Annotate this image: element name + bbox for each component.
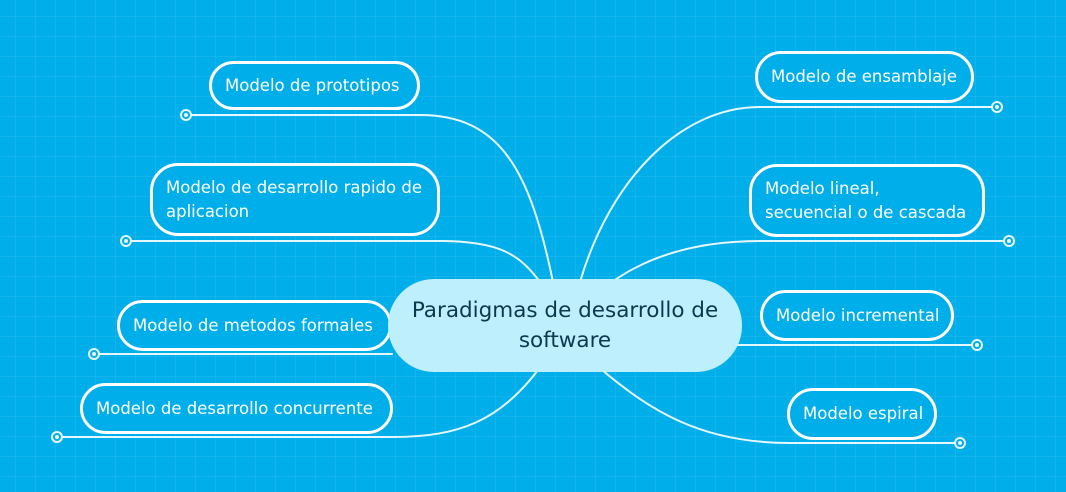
node-label: Modelo de ensamblaje: [771, 67, 958, 86]
node-modelo-de-prototipos[interactable]: Modelo de prototipos: [209, 61, 420, 110]
connector-lineal: [611, 240, 1010, 283]
node-modelo-lineal-cascada[interactable]: Modelo lineal, secuencial o de cascada: [749, 164, 985, 237]
central-topic-label: Paradigmas de desarrollo de software: [411, 297, 719, 353]
connector-ensamblaje: [579, 106, 998, 283]
node-modelo-incremental[interactable]: Modelo incremental: [760, 290, 954, 341]
connector-prototipos: [185, 114, 554, 283]
central-topic[interactable]: Paradigmas de desarrollo de software: [388, 279, 742, 372]
node-label: Modelo lineal, secuencial o de cascada: [765, 178, 967, 222]
node-modelo-desarrollo-rapido[interactable]: Modelo de desarrollo rapido de aplicacio…: [150, 163, 440, 236]
connector-rapido: [125, 240, 541, 283]
node-label: Modelo de prototipos: [225, 75, 400, 95]
node-label: Modelo espiral: [803, 404, 924, 423]
node-label: Modelo incremental: [776, 305, 940, 325]
node-modelo-metodos-formales[interactable]: Modelo de metodos formales: [117, 300, 392, 351]
node-label: Modelo de desarrollo concurrente: [96, 398, 373, 418]
node-modelo-de-ensamblaje[interactable]: Modelo de ensamblaje: [755, 51, 974, 103]
node-label: Modelo de metodos formales: [133, 315, 373, 335]
node-modelo-desarrollo-concurrente[interactable]: Modelo de desarrollo concurrente: [80, 383, 393, 434]
node-modelo-espiral[interactable]: Modelo espiral: [787, 388, 937, 440]
connector-espiral: [601, 369, 961, 444]
node-label: Modelo de desarrollo rapido de aplicacio…: [166, 177, 422, 221]
connector-concurrente: [56, 369, 539, 438]
